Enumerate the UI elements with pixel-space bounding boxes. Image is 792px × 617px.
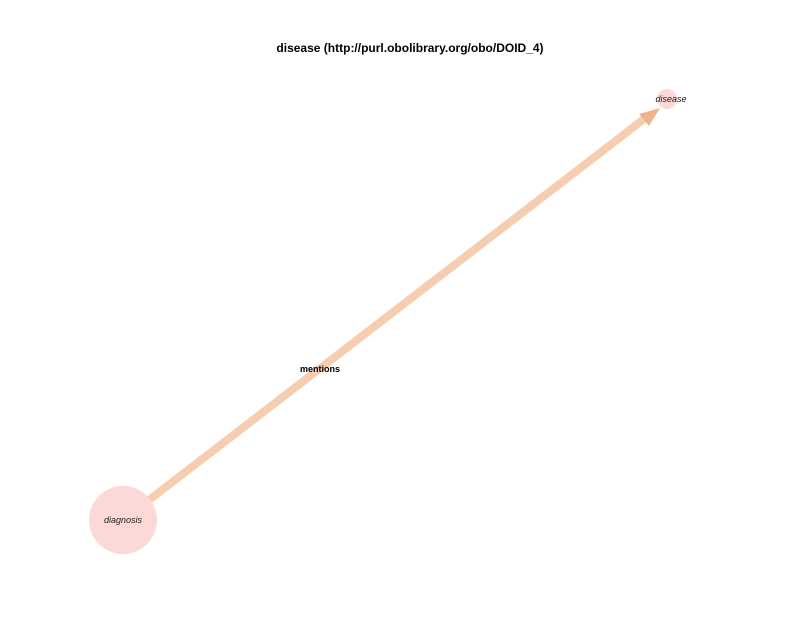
edge-label-mentions: mentions	[300, 364, 340, 374]
arrowhead-icon	[639, 108, 660, 126]
node-circle[interactable]	[657, 89, 677, 109]
edge-mentions	[146, 108, 660, 504]
node-label: disease	[655, 94, 686, 104]
node-label: diagnosis	[104, 515, 143, 525]
edge-line	[146, 115, 647, 504]
node-diagnosis[interactable]: diagnosis	[89, 486, 157, 554]
graph-title: disease (http://purl.obolibrary.org/obo/…	[276, 41, 543, 55]
node-disease[interactable]: disease	[655, 89, 687, 109]
node-circle[interactable]	[89, 486, 157, 554]
